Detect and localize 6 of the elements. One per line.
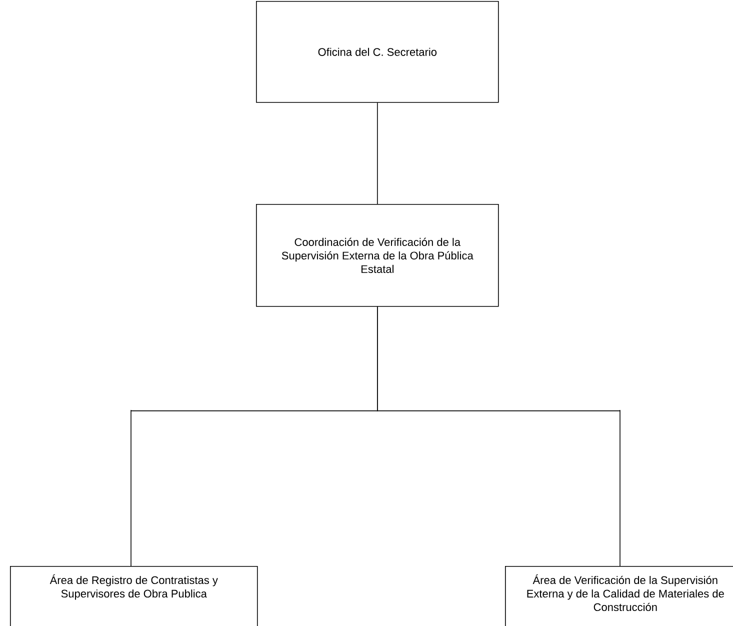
org-box: Coordinación de Verificación de la Supervisión Externa de la Obra Pública Estatal	[256, 204, 499, 307]
org-box: Oficina del C. Secretario	[256, 1, 499, 103]
org-box: Área de Verificación de la Supervisión Externa y de la Calidad de Materiales de Construcción	[505, 566, 733, 626]
connector-line	[377, 306, 620, 566]
connector-line	[377, 102, 378, 204]
org-box: Área de Registro de Contratistas y Supervisores de Obra Publica	[10, 566, 258, 626]
